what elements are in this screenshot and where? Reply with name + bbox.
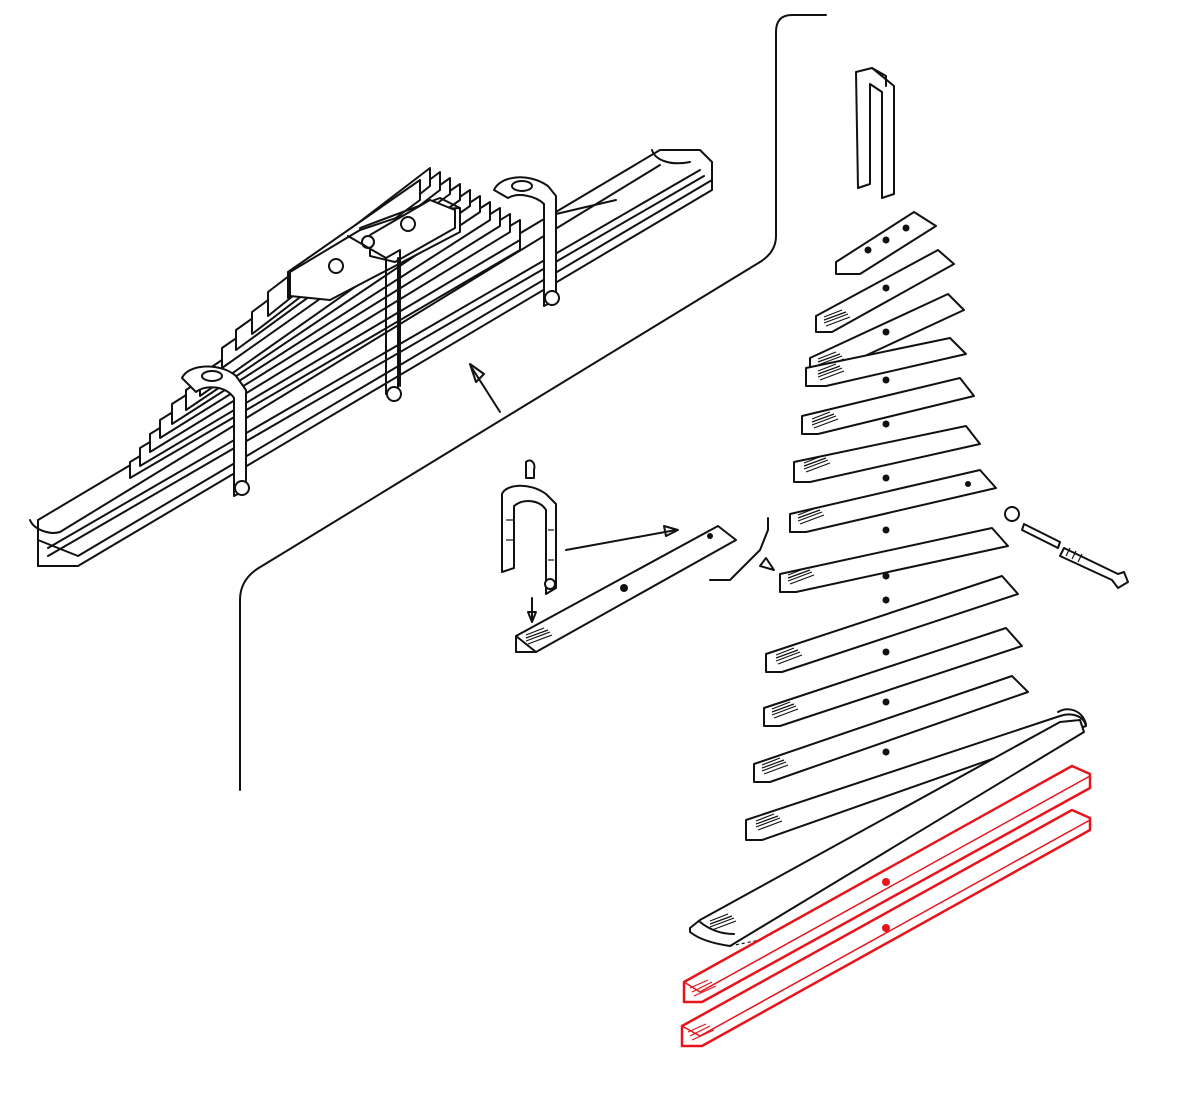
spring-leaf-6	[793, 425, 981, 483]
spring-leaf-8	[779, 527, 1009, 593]
assembled-leaf-spring	[29, 149, 713, 567]
spring-leaf-5	[801, 377, 975, 435]
spring-leaf-stack	[689, 211, 1087, 947]
main-leaf-with-eye	[689, 719, 1085, 947]
center-u-clamp	[347, 235, 402, 402]
spring-leaf-4	[805, 337, 967, 387]
spring-leaf-9	[765, 575, 1019, 673]
bolt-head-icon	[328, 258, 344, 274]
center-bolt-set	[1004, 506, 1129, 589]
right-band-clamp	[493, 176, 617, 307]
loose-spring-leaf	[515, 525, 737, 653]
nut-icon	[1004, 506, 1020, 522]
spring-leaf-7	[789, 469, 997, 534]
top-u-clamp	[855, 67, 895, 199]
assembly-callout-line	[239, 14, 827, 791]
spring-leaf-12	[753, 675, 1029, 783]
spring-leaf-10	[763, 627, 1023, 727]
highlighted-leaves	[680, 764, 1092, 1048]
highlighted-leaf-2	[680, 808, 1092, 1048]
spring-leaf-2	[815, 249, 955, 333]
spring-leaf-13	[745, 708, 1087, 841]
spring-leaf-11	[882, 698, 890, 706]
loose-clamp-group	[501, 459, 775, 653]
highlighted-leaf-1	[682, 764, 1092, 1004]
spring-leaf-1	[835, 211, 937, 275]
center-bolt-icon	[1059, 547, 1129, 589]
rivet-icon	[525, 459, 536, 479]
left-band-clamp	[181, 365, 250, 497]
spacer-pin-icon	[1021, 523, 1061, 549]
